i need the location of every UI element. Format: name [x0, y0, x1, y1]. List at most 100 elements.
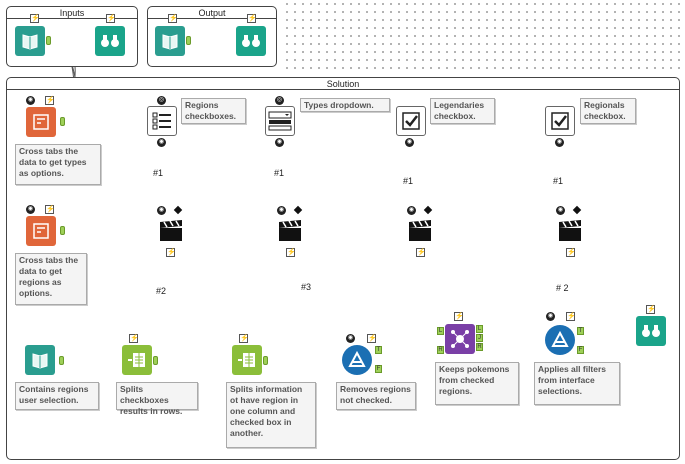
filter-tool-all[interactable] — [545, 325, 575, 355]
crosstab-regions-tool[interactable] — [26, 216, 56, 246]
splits-checkboxes-comment: Splits checkboxes results in rows. — [116, 382, 198, 416]
text2col2-lightning-icon: ⚡ — [239, 334, 249, 343]
connection-label-1d: #1 — [553, 176, 564, 186]
filter-icon — [551, 331, 569, 347]
text-to-columns-icon — [128, 353, 145, 367]
regions-checkboxes-tool[interactable] — [147, 106, 177, 136]
crosstab-regions-output-anchor[interactable] — [60, 226, 65, 235]
action2-lightning-icon: ⚡ — [286, 248, 296, 257]
filter1-false-anchor[interactable]: F — [375, 365, 382, 373]
legendaries-checkbox-comment: Legendaries checkbox. — [430, 98, 495, 124]
output-browse-lightning-icon: ⚡ — [247, 14, 257, 23]
action2-run-icon: ◉ — [277, 206, 286, 215]
checkbox-icon — [551, 112, 569, 130]
text2col2-output-anchor[interactable] — [263, 356, 268, 365]
book-icon — [162, 34, 178, 50]
checkbox-icon — [402, 112, 420, 130]
regionals-question-output-icon: ◉ — [555, 138, 564, 147]
browse-tool-output[interactable] — [236, 26, 266, 56]
binoculars-icon — [642, 325, 660, 337]
join-lightning-icon: ⚡ — [454, 312, 464, 321]
filter2-false-anchor[interactable]: F — [577, 346, 584, 354]
output-input-tool[interactable] — [155, 26, 185, 56]
regions-question-anchor-icon: ◎ — [157, 96, 166, 105]
action3-run-icon: ◉ — [407, 206, 416, 215]
join-r-output-anchor[interactable]: R — [476, 343, 483, 351]
filter2-lightning-icon: ⚡ — [566, 312, 576, 321]
input-output-anchor[interactable] — [46, 36, 51, 45]
contains-regions-comment: Contains regions user selection. — [15, 382, 99, 410]
browse-tool-final[interactable] — [636, 316, 666, 346]
legendaries-checkbox-tool[interactable] — [396, 106, 426, 136]
text-to-columns-tool-2[interactable] — [232, 345, 262, 375]
browse-lightning-icon: ⚡ — [106, 14, 116, 23]
crosstab-types-comment: Cross tabs the data to get types as opti… — [15, 144, 101, 185]
clapperboard-icon — [409, 220, 431, 241]
crosstab-icon — [33, 114, 49, 130]
action1-tool[interactable] — [156, 216, 186, 246]
input-lightning-icon: ⚡ — [30, 14, 40, 23]
join-tool[interactable] — [445, 324, 475, 354]
crosstab-types-tool[interactable] — [26, 107, 56, 137]
book-icon — [22, 34, 38, 50]
types-dropdown-tool[interactable] — [265, 106, 295, 136]
text-input-tool[interactable] — [25, 345, 55, 375]
text-input-output-anchor[interactable] — [59, 356, 64, 365]
text2col1-output-anchor[interactable] — [153, 356, 158, 365]
regions-checkboxes-comment: Regions checkboxes. — [181, 98, 246, 124]
join-left-input-anchor[interactable]: L — [437, 327, 444, 335]
connection-label-1b: #1 — [274, 168, 285, 178]
filter1-run-icon: ◉ — [346, 334, 355, 343]
solution-container-title: Solution — [326, 79, 360, 89]
connection-label-2a: #2 — [156, 286, 167, 296]
crosstab-icon — [33, 223, 49, 239]
action4-tool[interactable] — [555, 216, 585, 246]
crosstab-types-output-anchor[interactable] — [60, 117, 65, 126]
splits-information-comment: Splits information ot have region in one… — [226, 382, 316, 448]
crosstab-regions-comment: Cross tabs the data to get regions as op… — [15, 253, 87, 305]
join-l-output-anchor[interactable]: L — [476, 325, 483, 333]
filter2-true-anchor[interactable]: T — [577, 327, 584, 335]
book-icon — [32, 353, 48, 369]
types-dropdown-comment: Types dropdown. — [300, 98, 390, 112]
inputs-container-bar — [7, 18, 137, 19]
filter1-lightning-icon: ⚡ — [367, 334, 377, 343]
crosstab-regions-lightning-icon: ⚡ — [45, 205, 55, 214]
crosstab-types-lightning-icon: ⚡ — [45, 96, 55, 105]
browse-tool-inputs[interactable] — [95, 26, 125, 56]
text-to-columns-icon — [238, 353, 255, 367]
action3-tool[interactable] — [405, 216, 435, 246]
clapperboard-icon — [279, 220, 301, 241]
binoculars-icon — [101, 35, 119, 47]
action4-lightning-icon: ⚡ — [566, 248, 576, 257]
action2-tool[interactable] — [275, 216, 305, 246]
action4-run-icon: ◉ — [556, 206, 565, 215]
clapperboard-icon — [559, 220, 581, 241]
types-question-output-icon: ◉ — [275, 138, 284, 147]
action1-lightning-icon: ⚡ — [166, 248, 176, 257]
filter-tool-regions[interactable] — [342, 345, 372, 375]
regions-question-output-icon: ◉ — [157, 138, 166, 147]
text-to-columns-tool-1[interactable] — [122, 345, 152, 375]
inputs-container-title: Inputs — [59, 8, 85, 18]
filter1-true-anchor[interactable]: T — [375, 346, 382, 354]
crosstab-regions-run-icon: ◉ — [26, 205, 35, 214]
join-j-output-anchor[interactable]: J — [476, 334, 483, 342]
connection-label-3: #3 — [301, 282, 312, 292]
action3-lightning-icon: ⚡ — [416, 248, 426, 257]
join-icon — [451, 330, 469, 348]
list-box-icon — [152, 112, 171, 130]
regionals-checkbox-tool[interactable] — [545, 106, 575, 136]
binoculars-icon — [242, 35, 260, 47]
crosstab-types-run-icon: ◉ — [26, 96, 35, 105]
solution-container-bar — [7, 89, 679, 90]
input-data-tool[interactable] — [15, 26, 45, 56]
join-right-input-anchor[interactable]: R — [437, 346, 444, 354]
connection-label-2b: # 2 — [556, 283, 569, 293]
output-input-anchor[interactable] — [186, 36, 191, 45]
legendaries-question-output-icon: ◉ — [405, 138, 414, 147]
output-container-title: Output — [198, 8, 226, 18]
keeps-pokemons-comment: Keeps pokemons from checked regions. — [435, 362, 519, 405]
connection-label-1c: #1 — [403, 176, 414, 186]
regionals-checkbox-comment: Regionals checkbox. — [580, 98, 636, 124]
